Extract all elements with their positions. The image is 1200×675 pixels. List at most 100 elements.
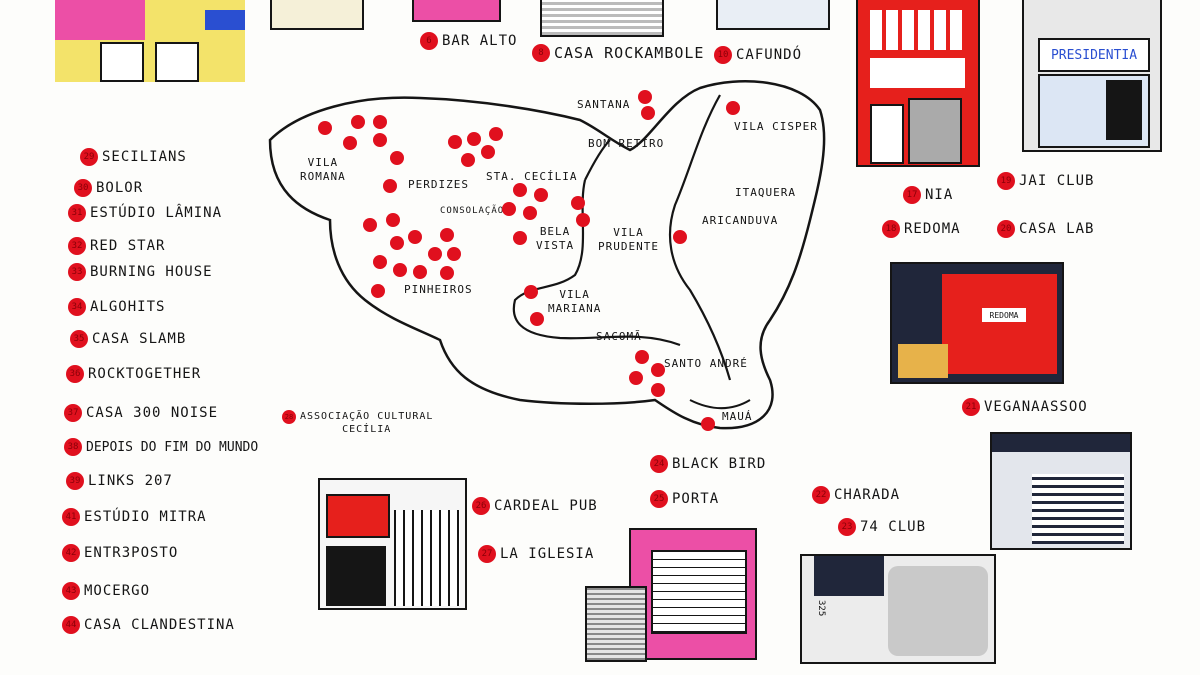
legend-item-name: BOLOR bbox=[96, 180, 144, 196]
redoma-sign: REDOMA bbox=[982, 308, 1026, 322]
map-marker-dot bbox=[373, 255, 387, 269]
map-marker-dot bbox=[371, 284, 385, 298]
legend-item-name: MOCERGO bbox=[84, 583, 151, 599]
map-marker-dot bbox=[440, 266, 454, 280]
presidencia-sign: PRESIDENTIA bbox=[1038, 38, 1150, 72]
map-marker-dot bbox=[523, 206, 537, 220]
map-marker-dot bbox=[638, 90, 652, 104]
venue-name: LA IGLESIA bbox=[500, 546, 595, 562]
marker-dot: 25 bbox=[650, 490, 668, 508]
marker-dot: 37 bbox=[64, 404, 82, 422]
marker-dot: 31 bbox=[68, 204, 86, 222]
map-marker-dot bbox=[351, 115, 365, 129]
region-vila-cisper: VILA CISPER bbox=[734, 120, 818, 133]
legend-item-name: CASA CLANDESTINA bbox=[84, 617, 235, 633]
map-marker-dot bbox=[440, 228, 454, 242]
venue-name: BAR ALTO bbox=[442, 33, 518, 49]
region-sta-cecilia: STA. CECÍLIA bbox=[486, 170, 578, 183]
legend-item-name: DEPOIS DO FIM DO MUNDO bbox=[86, 439, 259, 455]
venue-name: PORTA bbox=[672, 491, 720, 507]
region-vila-mariana: VILA MARIANA bbox=[548, 288, 602, 315]
region-itaquera: ITAQUERA bbox=[735, 186, 796, 199]
map-marker-dot bbox=[318, 121, 332, 135]
marker-dot: 29 bbox=[80, 148, 98, 166]
venue-name: BLACK BIRD bbox=[672, 456, 767, 472]
legend-item-name: ESTÚDIO MITRA bbox=[84, 509, 207, 525]
region-bom-retiro: BOM RETIRO bbox=[588, 137, 665, 150]
legend-item-name: RED STAR bbox=[90, 238, 166, 254]
legend-item-name: LINKS 207 bbox=[88, 473, 173, 489]
marker-dot: 22 bbox=[812, 486, 830, 504]
map-marker-dot bbox=[673, 230, 687, 244]
map-marker-dot bbox=[513, 183, 527, 197]
building-illustration-cardeal bbox=[318, 478, 467, 610]
marker-dot: 8 bbox=[532, 44, 550, 62]
marker-dot: 30 bbox=[74, 179, 92, 197]
building-illustration-5 bbox=[716, 0, 830, 30]
map-marker-dot bbox=[413, 265, 427, 279]
building-illustration-74club: 325 bbox=[800, 554, 996, 664]
marker-dot: 39 bbox=[66, 472, 84, 490]
building-illustration-veganaassoo bbox=[990, 432, 1132, 550]
venue-name: NIA bbox=[925, 187, 954, 203]
map-marker-dot bbox=[448, 135, 462, 149]
map-marker-dot bbox=[534, 188, 548, 202]
region-pinheiros: PINHEIROS bbox=[404, 283, 473, 296]
map-marker-dot bbox=[651, 363, 665, 377]
venue-name: CASA ROCKAMBOLE bbox=[554, 44, 705, 62]
marker-dot: 23 bbox=[838, 518, 856, 536]
map-marker-dot bbox=[635, 350, 649, 364]
map-marker-dot bbox=[576, 213, 590, 227]
building-illustration-redoma: REDOMA bbox=[890, 262, 1064, 384]
map-marker-dot bbox=[408, 230, 422, 244]
marker-dot: 6 bbox=[420, 32, 438, 50]
map-marker-dot bbox=[386, 213, 400, 227]
legend-item-name: SECILIANS bbox=[102, 149, 187, 165]
marker-dot: 38 bbox=[64, 438, 82, 456]
map-marker-dot bbox=[524, 285, 538, 299]
map-marker-dot bbox=[651, 383, 665, 397]
legend-item-name: ENTR3POSTO bbox=[84, 545, 179, 561]
marker-dot: 20 bbox=[997, 220, 1015, 238]
legend-item-name: ALGOHITS bbox=[90, 299, 166, 315]
map-marker-dot bbox=[390, 236, 404, 250]
legend-item-name: ROCKTOGETHER bbox=[88, 366, 202, 382]
map-marker-dot bbox=[393, 263, 407, 277]
map-marker-dot bbox=[641, 106, 655, 120]
marker-dot: 28 bbox=[282, 410, 296, 424]
region-consolacao: CONSOLAÇÃO bbox=[440, 206, 505, 216]
region-vila-romana: VILA ROMANA bbox=[300, 156, 346, 183]
marker-dot: 36 bbox=[66, 365, 84, 383]
marker-dot: 41 bbox=[62, 508, 80, 526]
venue-name: JAI CLUB bbox=[1019, 173, 1095, 189]
legend-item-name: CASA 300 NOISE bbox=[86, 405, 219, 421]
map-marker-dot bbox=[447, 247, 461, 261]
region-aricanduva: ARICANDUVA bbox=[702, 214, 779, 227]
marker-dot: 33 bbox=[68, 263, 86, 281]
region-vila-prudente: VILA PRUDENTE bbox=[598, 226, 659, 253]
map-marker-dot bbox=[502, 202, 516, 216]
map-marker-dot bbox=[726, 101, 740, 115]
map-marker-dot bbox=[363, 218, 377, 232]
map-marker-dot bbox=[467, 132, 481, 146]
map-marker-dot bbox=[373, 133, 387, 147]
marker-dot: 24 bbox=[650, 455, 668, 473]
map-marker-dot bbox=[489, 127, 503, 141]
map-marker-dot bbox=[461, 153, 475, 167]
